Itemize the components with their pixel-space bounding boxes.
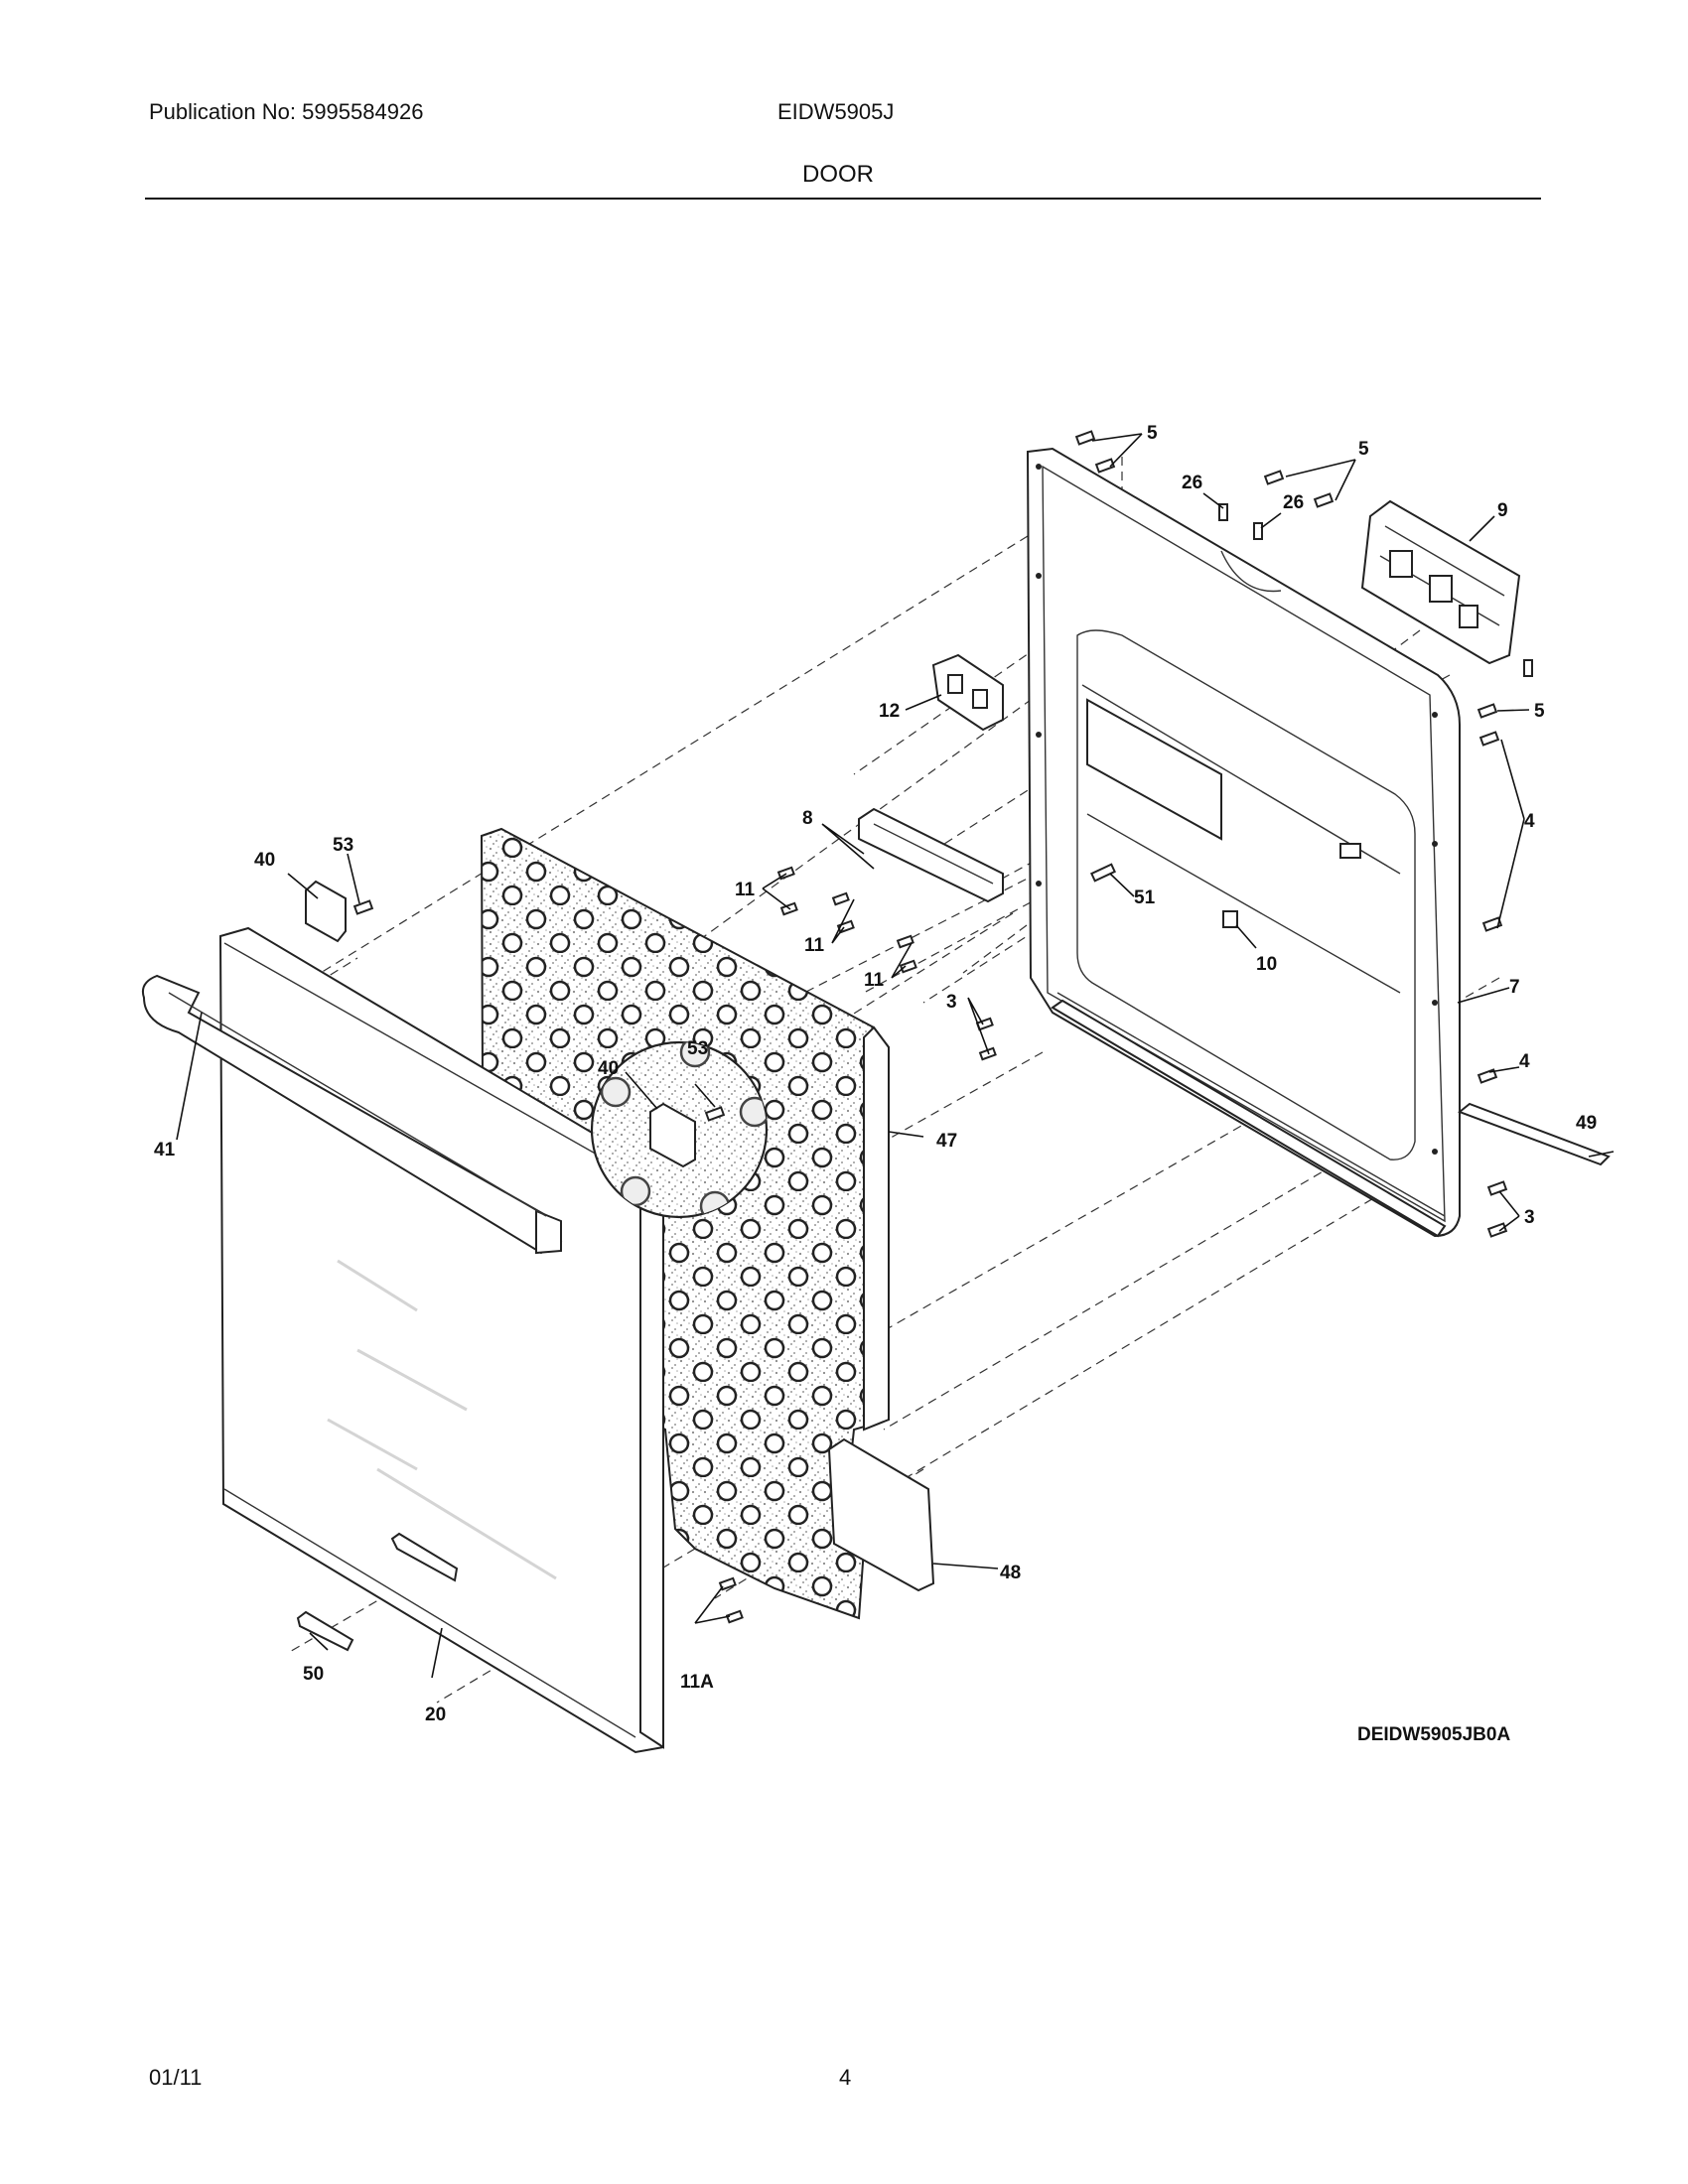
- leader-lines: [176, 433, 1615, 1679]
- gasket-strip: [1457, 1102, 1611, 1166]
- callout-label: 10: [1256, 954, 1277, 975]
- control-board: [1360, 499, 1521, 665]
- callout-label: 49: [1576, 1113, 1597, 1134]
- callout-label: 47: [936, 1131, 957, 1152]
- callout-label: 40: [598, 1058, 619, 1079]
- callout-label: 40: [254, 850, 275, 871]
- callout-label: 4: [1519, 1051, 1530, 1072]
- callout-label: 7: [1509, 977, 1520, 998]
- inner-door-panel: [1026, 447, 1461, 1238]
- bottom-channel: [827, 1437, 935, 1592]
- callout-label: 5: [1147, 423, 1158, 444]
- callout-label: 50: [303, 1664, 324, 1685]
- callout-label: 41: [154, 1140, 176, 1160]
- callout-label: 53: [687, 1038, 708, 1059]
- outer-door-panel: [218, 926, 664, 1754]
- vent-bracket: [858, 807, 1004, 903]
- page-number: 4: [839, 2065, 852, 2090]
- model-number: EIDW5905J: [777, 99, 895, 124]
- callout-label: 5: [1358, 439, 1369, 460]
- callout-label: 4: [1524, 811, 1535, 832]
- nameplate: [305, 880, 347, 943]
- callout-label: 26: [1283, 492, 1304, 513]
- callout-label: 11: [864, 970, 885, 991]
- callout-label: 11: [735, 880, 756, 900]
- callout-label: 51: [1134, 887, 1156, 908]
- callout-labels: 5 5 26 26 9 12 5 8 4 11 51 11 10 11 3 7 …: [154, 423, 1597, 1725]
- section-title: DOOR: [802, 161, 874, 188]
- callout-label: 11: [804, 935, 825, 956]
- publication-date: 01/11: [149, 2065, 203, 2090]
- callout-label: 12: [879, 701, 900, 722]
- callout-label: 11A: [680, 1672, 714, 1693]
- callout-label: 3: [1524, 1207, 1535, 1228]
- callout-label: 53: [333, 835, 353, 856]
- fasteners: [352, 430, 1533, 1624]
- publication-number: Publication No: 5995584926: [149, 99, 424, 124]
- door-handle: [141, 974, 563, 1255]
- header-rule: [145, 198, 1541, 200]
- callout-label: 9: [1497, 500, 1508, 521]
- door-latch: [931, 653, 1004, 732]
- callout-label: 5: [1534, 701, 1545, 722]
- magnified-inset: [590, 1040, 769, 1219]
- callout-label: 3: [946, 992, 957, 1013]
- callout-label: 8: [802, 808, 813, 829]
- callout-label: 26: [1182, 473, 1202, 493]
- callout-label: 48: [1000, 1563, 1021, 1583]
- diagram-code: DEIDW5905JB0A: [1357, 1724, 1511, 1745]
- inner-bottom-strip: [1051, 999, 1447, 1238]
- callout-label: 20: [425, 1705, 446, 1725]
